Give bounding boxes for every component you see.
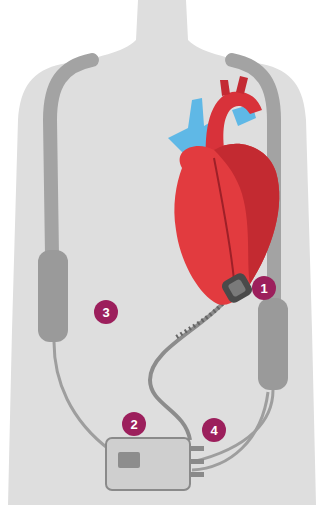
artery [220,80,230,96]
battery-cable [192,390,273,462]
battery-cable [54,342,110,450]
callout-number: 2 [122,412,146,436]
controller-screen [118,452,140,468]
pump [227,278,246,297]
callout-number: 4 [202,418,226,442]
controller-connector [190,459,204,464]
body-silhouette [8,0,316,505]
controller-connector [190,446,204,451]
heart [174,144,279,305]
battery-cable [192,392,268,470]
controller-connector [190,472,204,477]
shoulder-strap [50,60,92,255]
battery-holster [38,250,68,342]
heart-vessel-line [214,158,234,280]
pump [220,271,255,305]
driveline [175,300,226,338]
battery-holster [258,298,288,390]
callout-number: 3 [94,300,118,324]
artery [236,76,248,94]
callout-number: 1 [252,276,276,300]
controller [106,438,190,490]
heart-shading [214,144,279,284]
